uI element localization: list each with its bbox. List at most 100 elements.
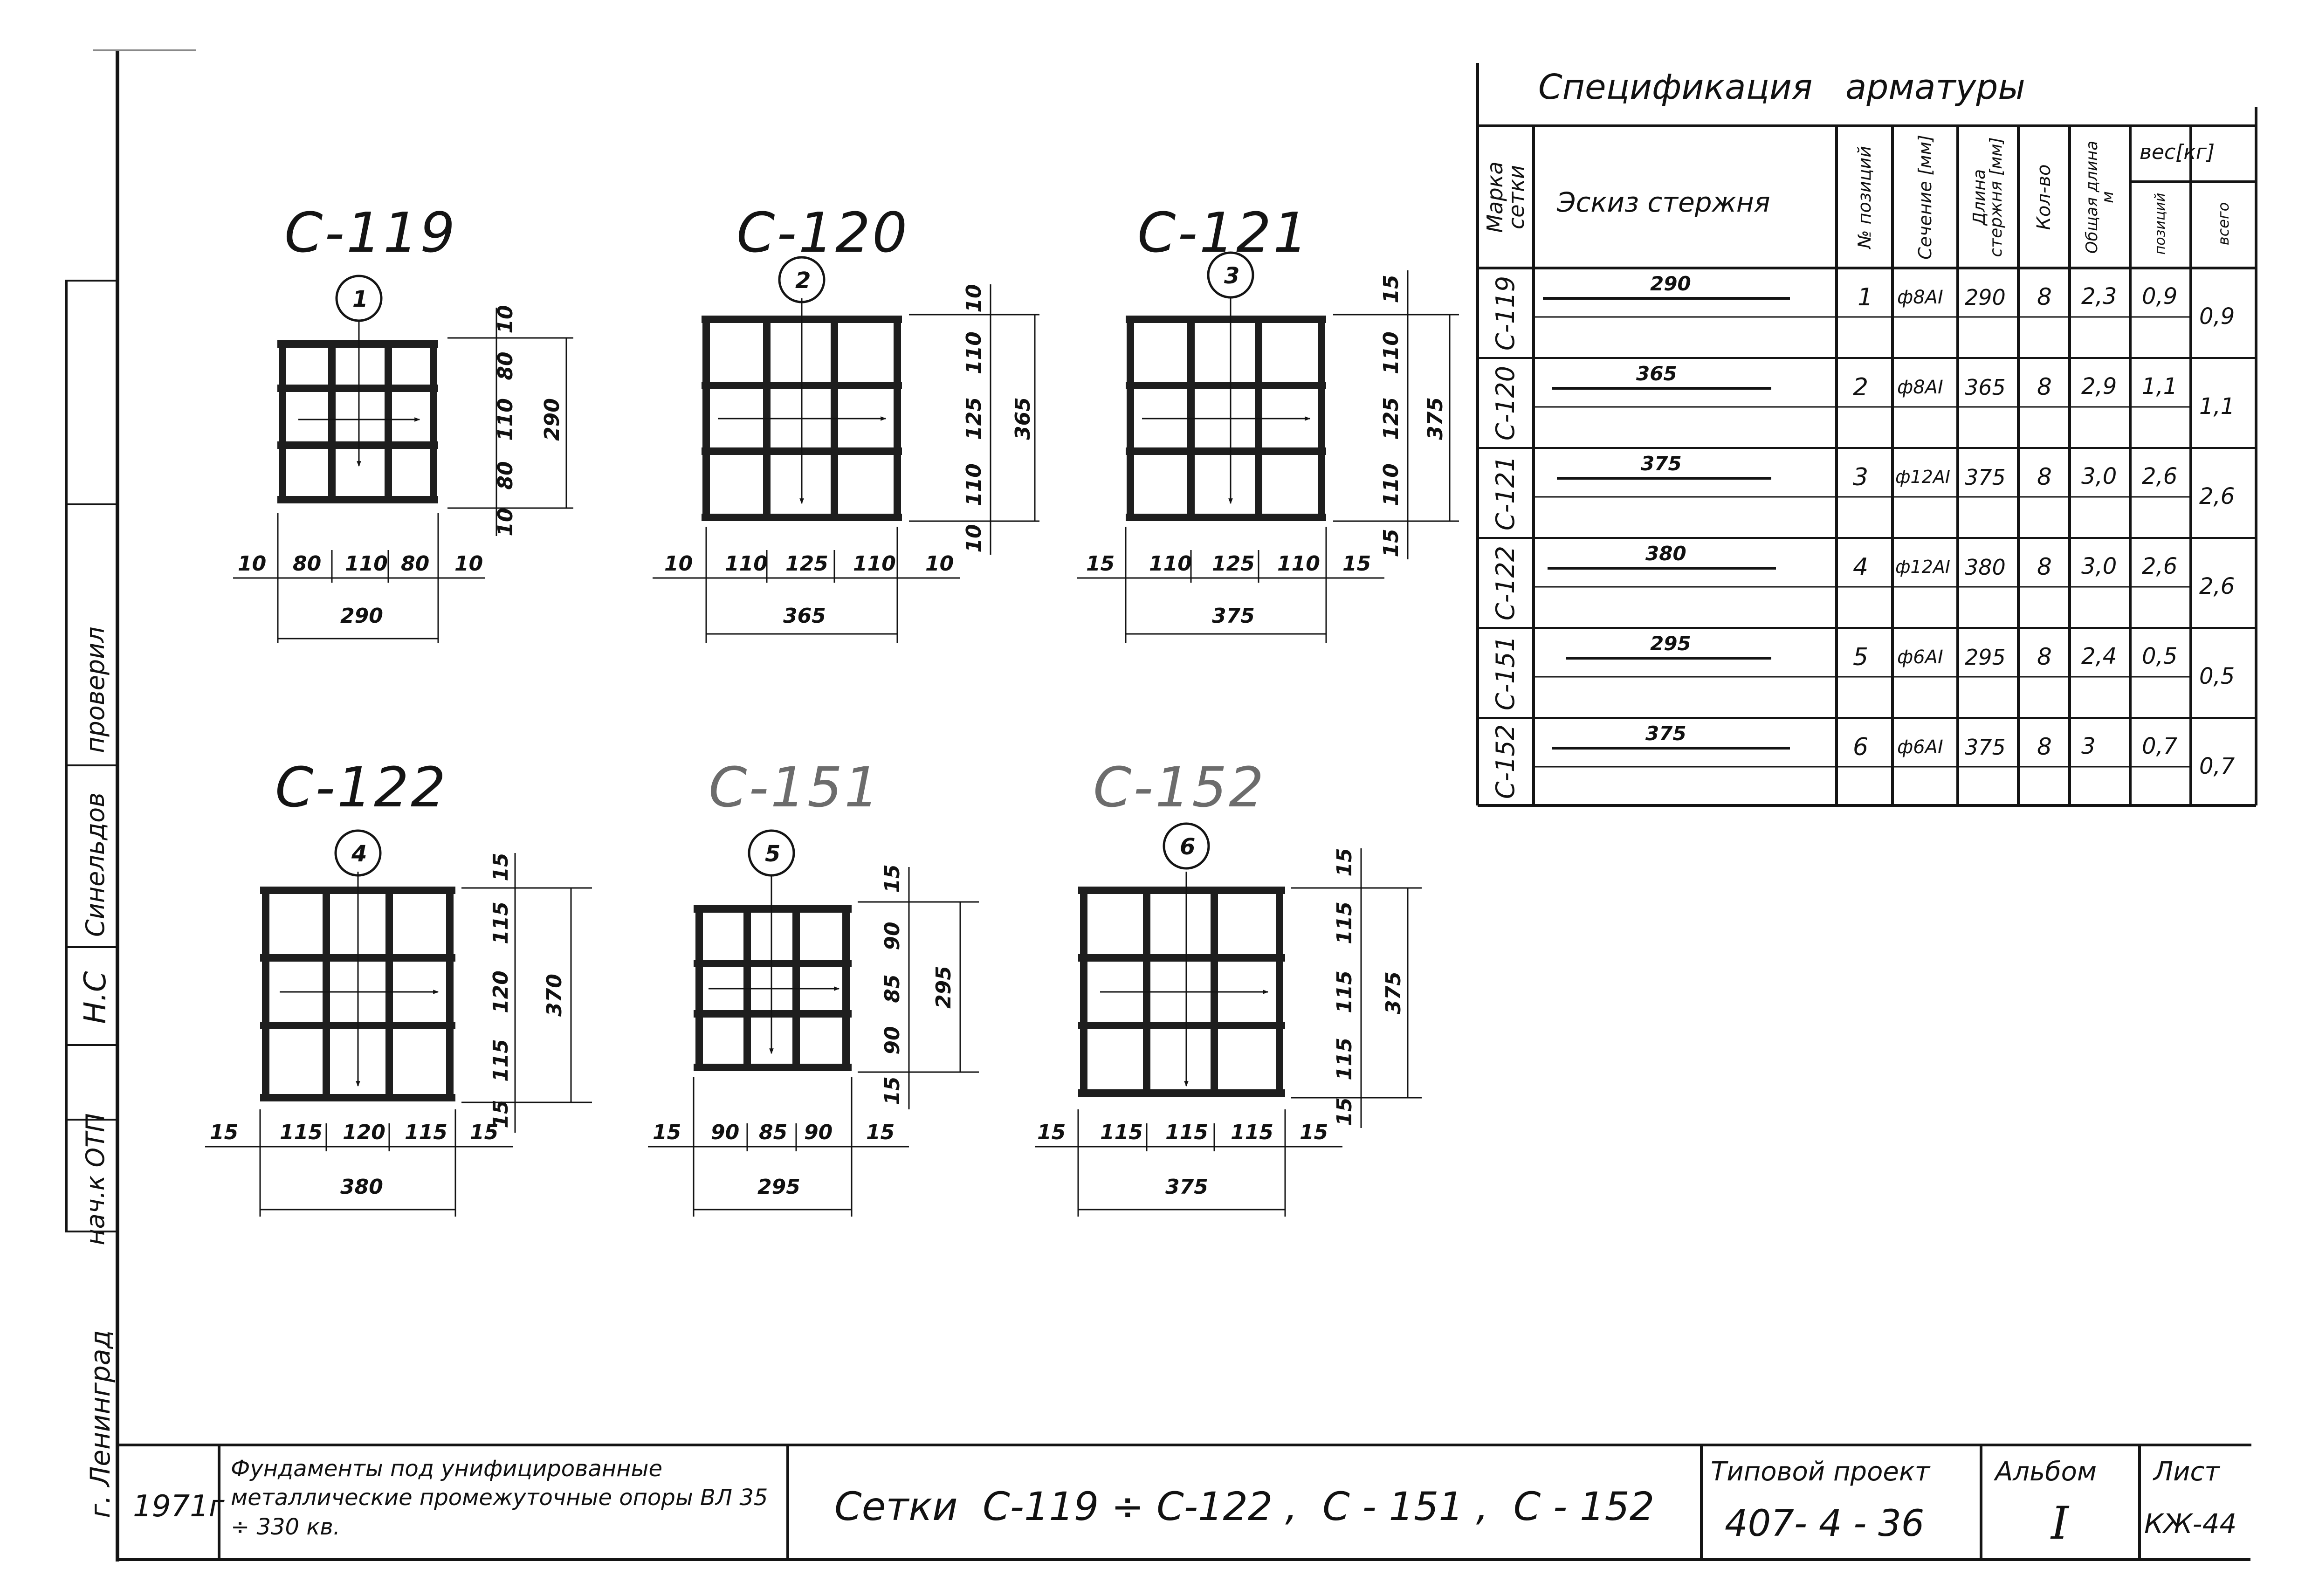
position-marker: 2	[795, 268, 811, 294]
row-weight-all: 2,6	[2199, 573, 2235, 599]
row-weight-pos: 2,6	[2142, 463, 2178, 489]
mesh-c122	[205, 829, 592, 1217]
dim-col: 80	[293, 552, 322, 576]
mesh-c121	[1077, 251, 1459, 643]
row-sketch-length: 365	[1636, 362, 1677, 385]
sheet-value: КЖ-44	[2144, 1508, 2237, 1540]
dim-width: 375	[1212, 604, 1255, 628]
row-section: ф8АI	[1897, 377, 1943, 398]
row-total-len: 3,0	[2081, 463, 2117, 489]
row-weight-all: 2,6	[2199, 483, 2235, 509]
row-section: ф12АI	[1895, 557, 1951, 577]
dim-col: 80	[401, 552, 430, 576]
mesh-title: С-120	[736, 200, 909, 265]
frame-bottom-border	[116, 1558, 2250, 1561]
row-total-len: 2,4	[2081, 643, 2117, 669]
dim-col: 115	[1165, 1121, 1208, 1144]
dim-col: 15	[470, 1121, 499, 1144]
spec-title: Спецификация арматуры	[1538, 67, 2025, 107]
sheet-label: Лист	[2154, 1457, 2220, 1487]
dim-col: 115	[405, 1121, 447, 1144]
row-sketch-length: 290	[1650, 272, 1691, 295]
position-marker: 6	[1180, 834, 1196, 860]
mesh-title: С-152	[1093, 755, 1266, 819]
dim-col: 10	[454, 552, 483, 576]
dim-col: 125	[785, 552, 828, 576]
dim-col: 15	[1037, 1121, 1066, 1144]
row-qty: 8	[2037, 553, 2052, 580]
frame-top-stub	[93, 49, 196, 51]
row-pos: 1	[1858, 283, 1873, 311]
dim-col: 110	[1277, 552, 1320, 576]
row-length: 290	[1965, 285, 2006, 310]
mesh-title: С-121	[1137, 200, 1310, 265]
dim-col: 15	[866, 1121, 895, 1144]
position-marker: 3	[1224, 263, 1240, 289]
row-length: 375	[1965, 465, 2006, 490]
project-label: Типовой проект	[1711, 1457, 1930, 1487]
position-marker: 5	[765, 841, 781, 867]
dim-col: 115	[280, 1121, 323, 1144]
dim-col: 15	[1342, 552, 1371, 576]
description: Фундаменты под унифицированные металличе…	[231, 1456, 768, 1540]
dim-width: 295	[757, 1175, 800, 1199]
dim-col: 10	[664, 552, 693, 576]
dim-col: 15	[1300, 1121, 1328, 1144]
header-sketch: Эскиз стержня	[1557, 186, 1770, 218]
sheet-title: Сетки С-119 ÷ С-122 , С - 151 , С - 152	[834, 1484, 1655, 1529]
dim-col: 115	[1231, 1121, 1273, 1144]
dim-col: 115	[1100, 1121, 1143, 1144]
dim-width: 290	[340, 604, 383, 628]
row-weight-pos: 2,6	[2142, 553, 2178, 579]
frame-left-border	[116, 51, 119, 1562]
row-sketch-length: 295	[1650, 632, 1691, 655]
project-number: 407- 4 - 36	[1725, 1503, 1925, 1545]
dim-col: 10	[238, 552, 267, 576]
position-marker: 1	[352, 286, 368, 312]
dim-col: 120	[343, 1121, 385, 1144]
row-section: ф6АI	[1897, 736, 1943, 758]
row-pos: 3	[1853, 463, 1869, 491]
row-weight-pos: 0,5	[2142, 643, 2178, 669]
row-sketch-length: 380	[1645, 542, 1686, 565]
year-label: 1971г	[133, 1489, 225, 1524]
mesh-c151	[648, 829, 979, 1217]
row-length: 365	[1965, 375, 2006, 400]
row-weight-all: 0,9	[2199, 303, 2235, 330]
row-length: 380	[1965, 555, 2006, 580]
dim-col: 15	[653, 1121, 681, 1144]
position-marker: 4	[351, 841, 367, 867]
dim-col: 110	[345, 552, 388, 576]
row-qty: 8	[2037, 463, 2052, 490]
row-weight-pos: 1,1	[2142, 373, 2178, 399]
row-qty: 8	[2037, 373, 2052, 400]
row-length: 295	[1965, 645, 2006, 670]
dim-col: 125	[1212, 552, 1255, 576]
row-weight-all: 0,5	[2199, 663, 2235, 689]
row-total-len: 2,9	[2081, 373, 2117, 399]
mesh-c152	[1035, 822, 1422, 1217]
left-margin-strip	[65, 280, 117, 1562]
dim-col: 10	[925, 552, 954, 576]
row-sketch-length: 375	[1641, 452, 1682, 475]
dim-col: 85	[759, 1121, 788, 1144]
row-sketch-length: 375	[1645, 722, 1686, 745]
row-qty: 8	[2037, 643, 2052, 670]
dim-col: 90	[711, 1121, 740, 1144]
dim-col: 90	[804, 1121, 833, 1144]
row-qty: 8	[2037, 283, 2052, 310]
row-total-len: 3,0	[2081, 553, 2117, 579]
row-qty: 8	[2037, 733, 2052, 760]
row-weight-pos: 0,7	[2142, 733, 2178, 759]
dim-col: 110	[725, 552, 768, 576]
mesh-c119	[233, 275, 573, 643]
row-weight-all: 0,7	[2199, 753, 2235, 779]
album-label: Альбом	[1995, 1457, 2097, 1487]
row-section: ф12АI	[1895, 467, 1951, 487]
row-weight-pos: 0,9	[2142, 283, 2178, 310]
dim-col: 110	[853, 552, 896, 576]
row-pos: 4	[1853, 553, 1869, 581]
